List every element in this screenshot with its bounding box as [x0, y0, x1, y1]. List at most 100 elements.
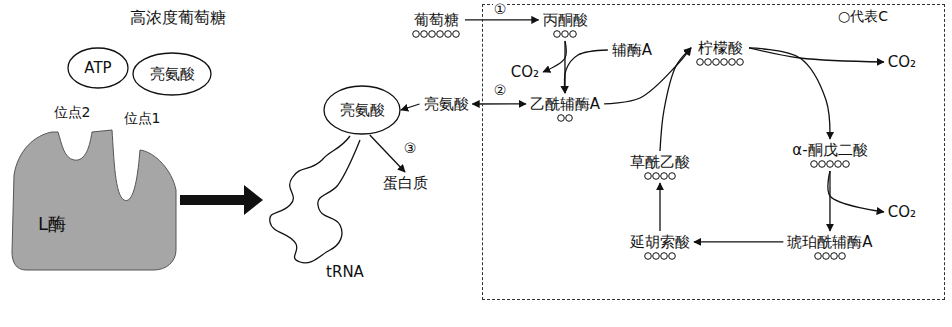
carbon-row — [809, 159, 851, 169]
carbon-atom — [839, 253, 846, 260]
node-text: α-酮戊二酸 — [792, 141, 867, 159]
compound-text: 柠檬酸 — [691, 37, 749, 69]
ellipse-outline — [324, 86, 400, 134]
node-text: 乙酰辅酶A — [530, 95, 600, 113]
carbon-atom — [811, 161, 818, 168]
carbon-atom — [823, 253, 830, 260]
carbon-atom — [815, 253, 822, 260]
compound-text: 辅酶A — [608, 39, 656, 61]
carbon-atom — [737, 59, 744, 66]
reaction-arrow — [829, 171, 830, 231]
reaction-arrow — [543, 41, 566, 72]
enzyme-shape: L酶 — [8, 125, 180, 275]
node-text: 辅酶A — [612, 41, 652, 59]
node-text: ATP — [84, 59, 111, 77]
cell-region: ○代表C丙酮酸辅酶ACO₂乙酰辅酶A柠檬酸CO₂α-酮戊二酸CO₂琥珀酰辅酶A延… — [482, 4, 945, 300]
carbon-atom — [669, 173, 676, 180]
compound-text: 延胡索酸 — [626, 231, 694, 263]
site-label: 位点1 — [124, 110, 161, 127]
ellipse-outline — [133, 53, 211, 95]
carbon-atom — [562, 31, 569, 38]
carbon-atom — [645, 173, 652, 180]
carbon-atom — [421, 31, 428, 38]
node-text: 亮氨酸 — [424, 95, 469, 113]
enzyme-outline — [8, 125, 180, 275]
reaction-arrow — [473, 103, 526, 104]
carbon-atom — [566, 115, 573, 122]
carbon-atom — [831, 253, 838, 260]
carbon-row — [695, 57, 745, 67]
node-text: 琥珀酰辅酶A — [787, 233, 872, 251]
carbon-row — [643, 251, 677, 261]
carbon-atom — [697, 59, 704, 66]
carbon-atom — [721, 59, 728, 66]
compound-text: 草酰乙酸 — [626, 151, 694, 183]
carbon-atom — [827, 161, 834, 168]
reaction-arrow — [401, 104, 420, 110]
molecule-ellipse: 亮氨酸 — [132, 52, 212, 96]
carbon-row — [643, 171, 677, 181]
reaction-arrow — [465, 19, 539, 20]
carbon-atom — [645, 253, 652, 260]
carbon-atom — [653, 253, 660, 260]
compound-text: 蛋白质 — [379, 172, 432, 194]
reaction-arrow — [659, 183, 660, 231]
carbon-atom — [558, 115, 565, 122]
trna-label: tRNA — [326, 263, 364, 281]
reaction-arrow — [694, 241, 783, 242]
carbon-atom — [713, 59, 720, 66]
carbon-atom — [570, 31, 577, 38]
node-text: 柠檬酸 — [695, 39, 745, 57]
molecule-ellipse: ATP — [67, 47, 129, 89]
carbon-atom — [819, 161, 826, 168]
reaction-arrow — [749, 48, 830, 139]
node-text: L酶 — [38, 213, 66, 235]
carbon-atom — [669, 253, 676, 260]
carbon-row — [411, 29, 461, 39]
carbon-atom — [429, 31, 436, 38]
trna-strand — [270, 136, 360, 263]
ellipse-outline — [68, 48, 128, 88]
reaction-arrow — [660, 48, 691, 151]
node-text: 蛋白质 — [383, 174, 428, 192]
carbon-row — [813, 251, 847, 261]
big-arrow — [180, 185, 263, 215]
reaction-arrow — [828, 171, 884, 212]
node-text: CO₂ — [511, 63, 539, 81]
reaction-arrow — [749, 48, 884, 62]
carbon-atom — [413, 31, 420, 38]
molecule-ellipse: 亮氨酸 — [323, 85, 401, 135]
node-text: 延胡索酸 — [630, 233, 690, 251]
node-text: CO₂ — [888, 203, 916, 221]
compound-text: α-酮戊二酸 — [788, 139, 871, 171]
compound-text: 乙酰辅酶A — [526, 93, 604, 125]
carbon-atom — [843, 161, 850, 168]
step-number: ② — [493, 82, 508, 99]
carbon-atom — [453, 31, 460, 38]
compound-text: 琥珀酰辅酶A — [783, 231, 876, 263]
reaction-arrow — [565, 50, 608, 93]
node-text: 亮氨酸 — [340, 101, 385, 119]
carbon-row — [552, 29, 578, 39]
enzyme-body — [12, 130, 176, 270]
carbon-atom — [835, 161, 842, 168]
node-text: 葡萄糖 — [411, 11, 461, 29]
compound-text: 丙酮酸 — [539, 9, 592, 41]
step-number: ① — [493, 1, 508, 18]
carbon-atom — [729, 59, 736, 66]
node-text: 草酰乙酸 — [630, 153, 690, 171]
carbon-atom — [661, 173, 668, 180]
reaction-arrow — [370, 135, 405, 172]
condition-label: 高浓度葡萄糖 — [130, 8, 226, 27]
step-number: ③ — [403, 140, 418, 157]
carbon-atom — [554, 31, 561, 38]
node-text: 丙酮酸 — [543, 11, 588, 29]
node-text: 亮氨酸 — [150, 65, 195, 83]
compound-text: 亮氨酸 — [420, 93, 473, 115]
site-label: 位点2 — [54, 104, 91, 121]
carbon-atom — [445, 31, 452, 38]
node-text: CO₂ — [888, 53, 916, 71]
compound-text: 葡萄糖 — [407, 9, 465, 41]
compound-text: CO₂ — [884, 201, 920, 223]
